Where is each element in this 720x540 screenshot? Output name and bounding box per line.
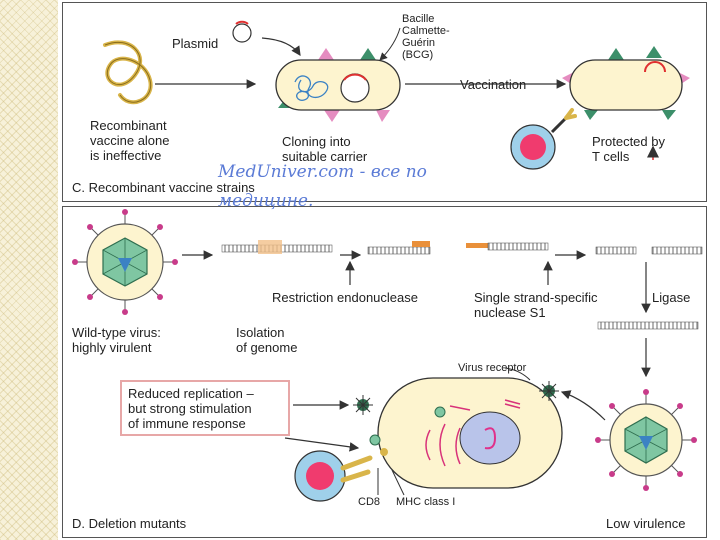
recombinant-label: Recombinant vaccine alone is ineffective xyxy=(90,118,170,163)
mhc-label: MHC class I xyxy=(396,496,456,508)
genome-strand-5 xyxy=(597,321,699,330)
virus-receptor-label: Virus receptor xyxy=(458,362,527,374)
plasmid-icon xyxy=(232,23,252,43)
genome-strand-4 xyxy=(595,246,703,255)
low-virulence-label: Low virulence xyxy=(606,516,686,531)
wild-type-label: Wild-type virus: highly virulent xyxy=(72,325,161,355)
isolation-label: Isolation of genome xyxy=(236,325,298,355)
genome-strand-2 xyxy=(367,241,431,255)
reduced-replication-label: Reduced replication – but strong stimula… xyxy=(128,386,254,431)
single-strand-label: Single strand-specific nuclease S1 xyxy=(474,290,598,320)
recombinant-vaccine-icon xyxy=(103,40,153,105)
restriction-label: Restriction endonuclease xyxy=(272,290,418,305)
watermark-line-2: медицине. xyxy=(218,191,314,211)
bcg-label: Bacille Calmette- Guérin (BCG) xyxy=(402,13,450,61)
decorative-background xyxy=(0,0,58,540)
vaccinated-cell xyxy=(562,46,690,120)
plasmid-label: Plasmid xyxy=(172,36,219,51)
wild-type-virus-icon xyxy=(72,209,178,315)
bcg-carrier-cell xyxy=(275,48,401,122)
watermark-line-1: MedUniver.com - все по xyxy=(218,162,427,182)
protected-label: Protected by T cells xyxy=(592,134,665,164)
panel-d-border xyxy=(62,206,707,538)
cd8-t-cell xyxy=(294,450,373,502)
panel-c-caption: C. Recombinant vaccine strains xyxy=(72,180,255,195)
vaccination-label: Vaccination xyxy=(460,77,527,92)
ligase-label: Ligase xyxy=(652,290,691,305)
low-virulence-virus-icon xyxy=(595,389,697,491)
cd8-label: CD8 xyxy=(358,496,381,508)
cloning-label: Cloning into suitable carrier xyxy=(282,134,368,164)
t-cell-icon xyxy=(510,108,577,170)
reduced-replication-box xyxy=(120,380,290,436)
virus-receptor-particle xyxy=(539,381,559,401)
released-virus-particle xyxy=(353,395,373,415)
panel-d-caption: D. Deletion mutants xyxy=(72,516,187,531)
genome-strand-3 xyxy=(466,242,549,251)
panel-c-border xyxy=(62,2,707,202)
genome-strand-1 xyxy=(221,240,333,254)
host-cell xyxy=(369,377,563,489)
